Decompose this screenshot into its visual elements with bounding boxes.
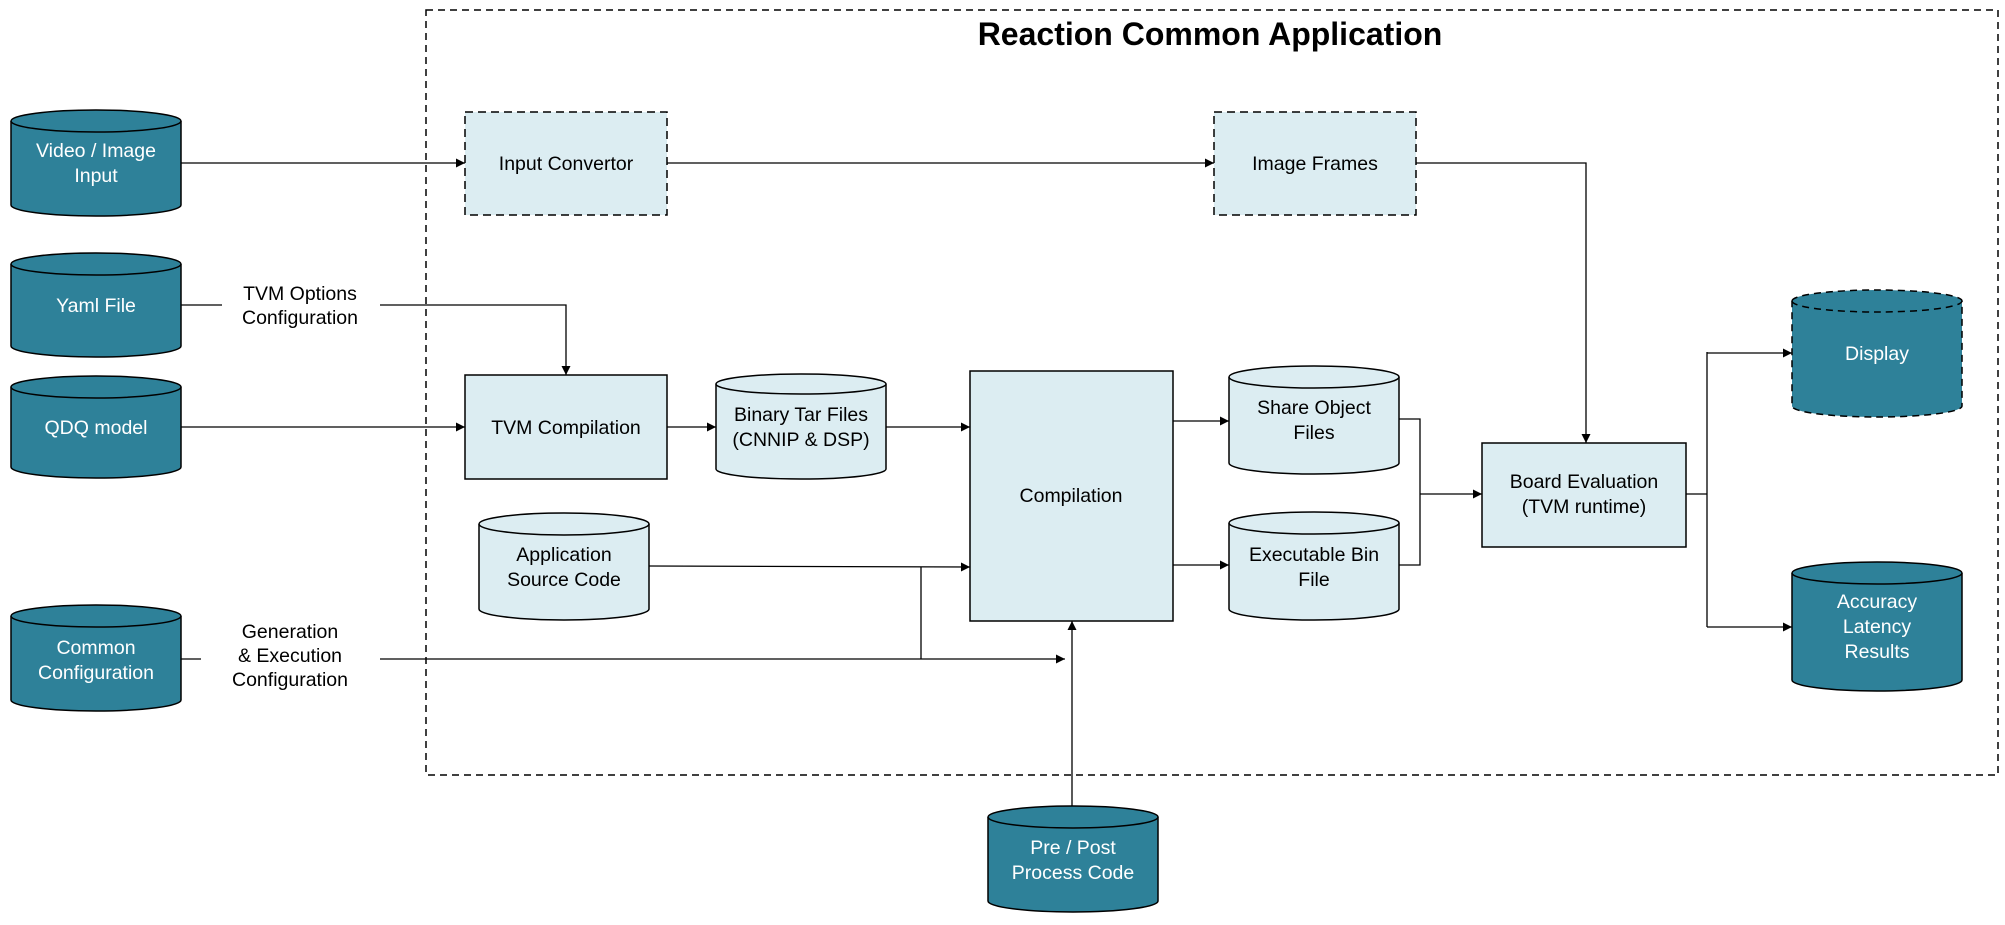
node-application-source-code: Application Source Code [478,512,650,621]
node-binary-tar-files: Binary Tar Files (CNNIP & DSP) [715,373,887,480]
svg-text:TVM Options: TVM Options [243,283,357,305]
svg-text:Binary Tar Files: Binary Tar Files [734,404,868,426]
label-tvm-options-configuration: TVM Options Configuration [242,283,358,329]
svg-text:Process Code: Process Code [1012,862,1134,884]
node-input-convertor: Input Convertor [464,111,668,216]
svg-text:Generation: Generation [242,621,338,643]
svg-text:(CNNIP & DSP): (CNNIP & DSP) [732,429,869,451]
input-yaml-file: Yaml File [10,252,182,358]
output-display: Display [1791,289,1963,418]
svg-text:QDQ model: QDQ model [45,417,148,439]
node-compilation: Compilation [969,370,1174,622]
svg-text:Compilation: Compilation [1020,485,1123,507]
svg-text:Common: Common [56,637,135,659]
input-qdq-model: QDQ model [10,375,182,479]
svg-text:Image Frames: Image Frames [1252,153,1378,175]
svg-text:Display: Display [1845,343,1909,365]
input-video-image: Video / Image Input [10,109,182,217]
svg-text:Configuration: Configuration [38,662,154,684]
svg-text:Configuration: Configuration [242,307,358,329]
svg-text:Board Evaluation: Board Evaluation [1510,471,1659,493]
svg-text:Video / Image: Video / Image [36,140,156,162]
edge-source-to-compilation [648,562,971,572]
svg-text:Pre / Post: Pre / Post [1030,837,1116,859]
svg-text:Files: Files [1293,422,1334,444]
svg-text:Source Code: Source Code [507,569,621,591]
svg-text:Yaml File: Yaml File [56,295,136,317]
svg-text:(TVM runtime): (TVM runtime) [1522,496,1647,518]
node-board-evaluation: Board Evaluation (TVM runtime) [1481,442,1687,548]
node-executable-bin-file: Executable Bin File [1228,511,1400,621]
label-generation-execution-configuration: Generation & Execution Configuration [232,621,348,691]
svg-text:TVM Compilation: TVM Compilation [491,417,641,439]
output-accuracy-latency-results: Accuracy Latency Results [1791,561,1963,692]
node-tvm-compilation: TVM Compilation [464,374,668,480]
svg-text:Executable Bin: Executable Bin [1249,544,1379,566]
svg-text:Share Object: Share Object [1257,397,1371,419]
node-image-frames: Image Frames [1213,111,1417,216]
input-common-configuration: Common Configuration [10,604,182,712]
diagram-title: Reaction Common Application [978,16,1443,52]
edge-yaml-to-tvm [380,304,571,375]
svg-text:Results: Results [1844,641,1909,663]
connectors [181,158,1792,807]
input-pre-post-process-code: Pre / Post Process Code [987,805,1159,913]
svg-text:Input: Input [74,165,118,187]
svg-text:File: File [1298,569,1329,591]
application-boundary [425,9,1999,776]
svg-text:Configuration: Configuration [232,669,348,691]
node-share-object-files: Share Object Files [1228,365,1400,475]
svg-text:Accuracy: Accuracy [1837,591,1917,613]
svg-text:& Execution: & Execution [238,645,342,667]
svg-text:Input Convertor: Input Convertor [499,153,634,175]
svg-text:Latency: Latency [1843,616,1912,638]
edge-frames-to-board [1416,162,1591,443]
svg-text:Application: Application [516,544,611,566]
